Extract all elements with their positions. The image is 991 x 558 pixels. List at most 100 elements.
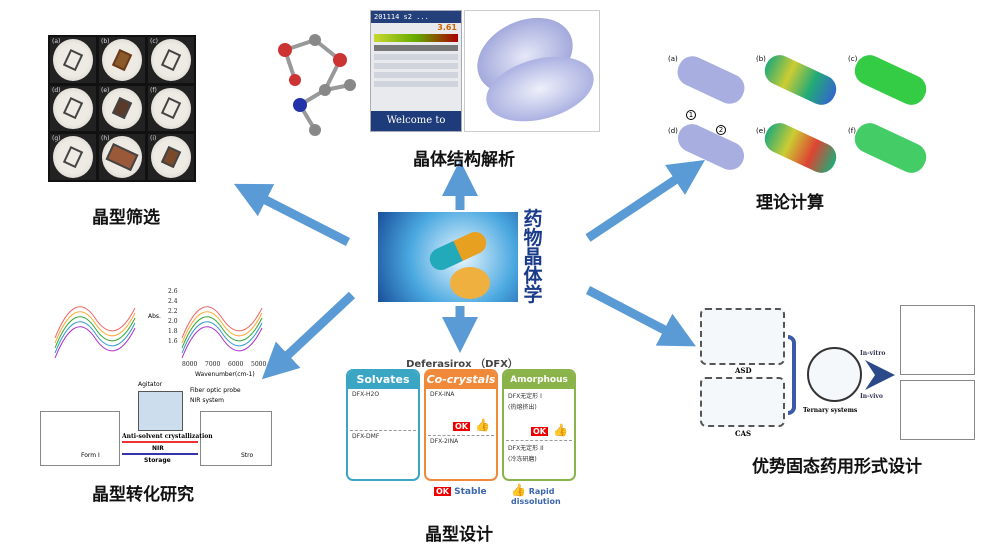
panel-tag: (b) (756, 55, 766, 63)
drug-capsule-image (378, 212, 518, 302)
arrow-to-transform (261, 291, 356, 380)
y-tick-label: 1.8 (168, 328, 178, 335)
ternary-label: Ternary systems (803, 407, 858, 414)
panel-tag: (a) (52, 38, 61, 45)
item-note: (冷冻研磨) (508, 456, 537, 463)
label-structure: 晶体结构解析 (413, 150, 515, 170)
item-label: DFX-H2O (352, 391, 380, 398)
micrograph: (g) (50, 134, 96, 180)
olex-welcome: Welcome to Olex2 (371, 111, 461, 131)
ok-icon: OK (452, 422, 470, 431)
ok-icon: OK (530, 427, 548, 436)
olex-header: 201114 s2 ... (371, 11, 461, 23)
micrograph: (c) (148, 37, 194, 83)
y-tick-label: 2.6 (168, 288, 178, 295)
solid-forms-figure: ASD CAS Ternary systems In-vitro In-vivo (700, 305, 980, 445)
olex-value: 3.61 (437, 23, 457, 32)
legend-rapid: Rapid dissolution (511, 487, 561, 506)
invivo-label: In-vivo (860, 393, 883, 400)
micrograph: (b) (99, 37, 145, 83)
panel-tag: (g) (52, 135, 61, 143)
molecule-ball-stick (278, 34, 356, 136)
x-tick-label: 7000 (205, 361, 221, 368)
x-axis-label: Wavenumber(cm-1) (195, 371, 255, 378)
cas-box (700, 377, 785, 427)
hirshfeld-surfaces: (a) (b) (c) (d) (e) (f) 1 2 (668, 50, 933, 178)
panel-tag: (f) (150, 86, 157, 94)
label-transform: 晶型转化研究 (92, 485, 194, 505)
dfx-title: Deferasirox （DFX） (406, 359, 518, 370)
y-tick-label: 2.0 (168, 318, 178, 325)
chevron-right-icon (865, 360, 895, 390)
column-header: Amorphous DFX (504, 371, 574, 403)
label-screening: 晶型筛选 (92, 208, 160, 228)
label-design: 晶型设计 (425, 525, 493, 545)
panel-tag: (f) (848, 127, 856, 135)
column-header: Co-crystals (426, 371, 496, 389)
arrow-to-theory (585, 160, 705, 242)
thumbs-up-icon: 👍 (475, 418, 490, 432)
x-tick-label: 8000 (182, 361, 198, 368)
invivo-chart (900, 380, 975, 440)
system-label: NIR system (190, 397, 225, 404)
micrograph: (h) (99, 134, 145, 180)
arrow-to-screening (233, 183, 351, 247)
crystal-micrograph-grid: (a) (b) (c) (d) (e) (f) (g) (h) (i) (48, 35, 196, 182)
column-cocrystals: Co-crystals DFX-INA OK 👍 DFX-2INA (424, 369, 498, 481)
cas-label: CAS (735, 429, 752, 438)
item-label: DFX无定形 II (508, 445, 544, 452)
column-header: Solvates (348, 371, 418, 389)
panel-tag: (c) (150, 38, 158, 45)
nir-label: NIR (152, 445, 164, 452)
panel-tag: (i) (150, 135, 157, 143)
pxrd-form1: Form I (40, 411, 120, 466)
x-tick-label: 6000 (228, 361, 244, 368)
item-label: DFX-DMF (352, 433, 380, 440)
probe-label: Fiber optic probe (190, 387, 241, 394)
asd-box (700, 308, 785, 365)
micrograph: (i) (148, 134, 194, 180)
center-title: 药物晶体学 (523, 208, 543, 306)
form-label: Form I (81, 452, 100, 459)
storage-label: Storage (144, 457, 171, 464)
thumbs-up-icon: 👍 (553, 423, 568, 437)
arrow-to-solid (585, 286, 696, 347)
invitro-label: In-vitro (860, 350, 886, 357)
olex2-window: 201114 s2 ... 3.61 Welcome to Olex2 (370, 10, 462, 132)
item-label: DFX-INA (430, 391, 455, 398)
y-axis-label: Abs. (148, 313, 161, 320)
dfx-design-panel: Deferasirox （DFX） Solvates DFX-H2O DFX-D… (346, 355, 578, 507)
crystallizer-vessel (138, 391, 183, 431)
panel-tag: (d) (668, 127, 678, 135)
pxrd-stro: Stro (200, 411, 272, 466)
marker: 2 (716, 125, 726, 135)
panel-tag: (d) (52, 86, 61, 94)
item-note: (热熔挤出) (508, 404, 537, 411)
panel-tag: (b) (101, 38, 110, 45)
micrograph: (f) (148, 85, 194, 132)
y-tick-label: 2.4 (168, 298, 178, 305)
ternary-circle (807, 347, 862, 402)
y-tick-label: 2.2 (168, 308, 178, 315)
column-amorphous: Amorphous DFX DFX无定形 I (热熔挤出) OK 👍 DFX无定… (502, 369, 576, 481)
panel-tag: (e) (756, 127, 766, 135)
ellipsoid-packing-image (464, 3, 601, 133)
agitator-label: Agitator (138, 381, 163, 388)
panel-tag: (a) (668, 55, 678, 63)
thumbs-up-icon: 👍 (511, 483, 526, 497)
column-solvates: Solvates DFX-H2O DFX-DMF (346, 369, 420, 481)
marker: 1 (686, 110, 696, 120)
legend-stable: Stable (454, 487, 487, 497)
item-label: DFX-2INA (430, 438, 459, 445)
item-label: DFX无定形 I (508, 393, 542, 400)
ok-icon: OK (434, 487, 451, 496)
panel-tag: (h) (101, 135, 110, 143)
label-solid-forms: 优势固态药用形式设计 (752, 457, 922, 477)
x-tick-label: 5000 (251, 361, 267, 368)
invitro-chart (900, 305, 975, 375)
y-tick-label: 1.6 (168, 338, 178, 345)
micrograph: (a) (50, 37, 96, 83)
form-label: Stro (241, 452, 254, 459)
micrograph: (e) (99, 85, 145, 132)
